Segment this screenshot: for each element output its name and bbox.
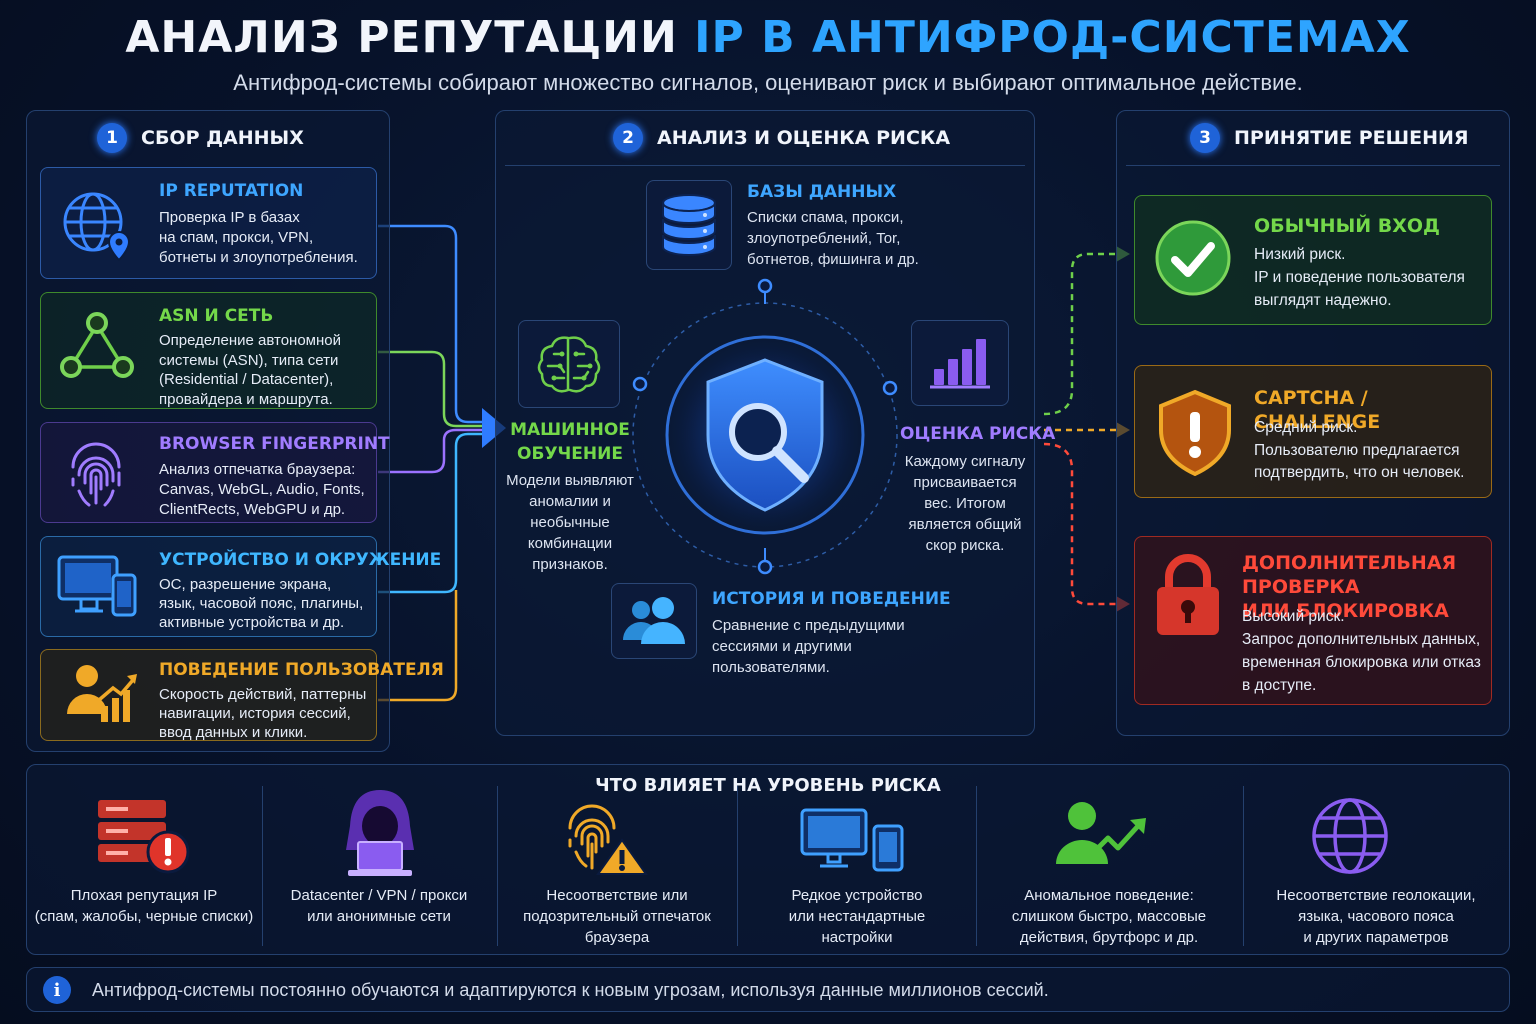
factor-bad-ip-reputation: Плохая репутация IP (спам, жалобы, черны… bbox=[34, 887, 254, 925]
card-device-environment: УСТРОЙСТВО И ОКРУЖЕНИЕ ОС, разрешение эк… bbox=[40, 536, 441, 637]
score-text: Каждому сигналу присваивается вес. Итого… bbox=[904, 453, 1026, 554]
panel-divider bbox=[505, 165, 1025, 166]
page-subtitle: Антифрод-системы собирают множество сигн… bbox=[233, 70, 1303, 95]
panel-header-decision: 3 ПРИНЯТИЕ РЕШЕНИЯ bbox=[1190, 123, 1469, 153]
footer-bar bbox=[26, 967, 1510, 1012]
panel-title-collect: СБОР ДАННЫХ bbox=[141, 127, 304, 149]
factor-anomalous-behavior: Аномальное поведение: слишком быстро, ма… bbox=[1011, 887, 1207, 946]
factors-title: ЧТО ВЛИЯЕТ НА УРОВЕНЬ РИСКА bbox=[595, 775, 941, 796]
ml-text: Модели выявляют аномалии и необычные ком… bbox=[506, 472, 634, 573]
decision-text: Высокий риск. Запрос дополнительных данн… bbox=[1242, 608, 1481, 694]
history-icon-box bbox=[611, 583, 697, 659]
card-asn-network: ASN И СЕТЬ Определение автономной систем… bbox=[40, 292, 377, 409]
shield-warning-icon bbox=[1159, 389, 1231, 476]
card-title: IP REPUTATION bbox=[159, 181, 304, 201]
factor-separator bbox=[737, 786, 738, 946]
panel-divider bbox=[1126, 165, 1500, 166]
card-text: Анализ отпечатка браузера: Canvas, WebGL… bbox=[159, 461, 365, 518]
factor-datacenter-vpn: Datacenter / VPN / прокси или анонимные … bbox=[290, 887, 468, 925]
shield-search-icon bbox=[632, 278, 898, 575]
panel-risk-factors bbox=[26, 764, 1510, 955]
card-text: Проверка IP в базах на спам, прокси, VPN… bbox=[159, 209, 358, 266]
panel-header-analysis: 2 АНАЛИЗ И ОЦЕНКА РИСКА bbox=[613, 123, 950, 153]
fingerprint-icon bbox=[71, 442, 121, 507]
card-title: УСТРОЙСТВО И ОКРУЖЕНИЕ bbox=[159, 550, 442, 570]
hacker-laptop-icon bbox=[346, 790, 414, 876]
decision-title: ДОПОЛНИТЕЛЬНАЯ ПРОВЕРКА ИЛИ БЛОКИРОВКА bbox=[1242, 552, 1457, 622]
score-title: ОЦЕНКА РИСКА bbox=[900, 424, 1056, 444]
factor-fingerprint-mismatch: Несоответствие или подозрительный отпеча… bbox=[523, 887, 711, 946]
user-trend-icon bbox=[1056, 802, 1146, 864]
server-alert-icon bbox=[98, 800, 190, 874]
card-text: Определение автономной системы (ASN), ти… bbox=[159, 332, 341, 408]
card-browser-fingerprint: BROWSER FINGERPRINT Анализ отпечатка бра… bbox=[40, 422, 390, 523]
card-text: ОС, разрешение экрана, язык, часовой поя… bbox=[159, 576, 364, 631]
panel-header-collect: 1 СБОР ДАННЫХ bbox=[97, 123, 304, 153]
card-ip-reputation: IP REPUTATION Проверка IP в базах на спа… bbox=[40, 167, 377, 279]
monitor-phone-icon bbox=[800, 808, 904, 872]
flow-arrow-head bbox=[482, 408, 506, 448]
step-number-3: 3 bbox=[1190, 123, 1220, 153]
decision-normal-login: ОБЫЧНЫЙ ВХОД Низкий риск. IP и поведение… bbox=[1134, 195, 1492, 325]
brain-icon bbox=[537, 336, 601, 393]
user-growth-icon bbox=[67, 665, 137, 722]
title-part-main: АНАЛИЗ РЕПУТАЦИИ bbox=[125, 12, 695, 63]
card-title: ПОВЕДЕНИЕ ПОЛЬЗОВАТЕЛЯ bbox=[159, 660, 444, 680]
network-triangle-icon bbox=[60, 312, 134, 378]
card-title: BROWSER FINGERPRINT bbox=[159, 434, 390, 454]
ml-icon-box bbox=[518, 320, 620, 408]
panel-title-analysis: АНАЛИЗ И ОЦЕНКА РИСКА bbox=[657, 127, 951, 149]
factor-separator bbox=[1243, 786, 1244, 946]
score-icon-box bbox=[911, 320, 1009, 406]
globe-pin-icon bbox=[63, 192, 131, 262]
page-title: АНАЛИЗ РЕПУТАЦИИ IP В АНТИФРОД-СИСТЕМАХ bbox=[0, 12, 1536, 63]
lock-icon bbox=[1157, 554, 1219, 635]
card-title: ASN И СЕТЬ bbox=[159, 306, 274, 326]
title-part-highlight: IP В АНТИФРОД-СИСТЕМАХ bbox=[694, 12, 1411, 63]
card-text: Скорость действий, паттерны навигации, и… bbox=[159, 686, 367, 741]
factor-separator bbox=[497, 786, 498, 946]
decision-title: ОБЫЧНЫЙ ВХОД bbox=[1254, 215, 1440, 237]
factor-separator bbox=[262, 786, 263, 946]
factor-separator bbox=[976, 786, 977, 946]
check-circle-icon bbox=[1155, 220, 1231, 296]
footer-text: Антифрод-системы постоянно обучаются и а… bbox=[92, 980, 1049, 1000]
panel-title-decision: ПРИНЯТИЕ РЕШЕНИЯ bbox=[1234, 127, 1469, 149]
card-user-behavior: ПОВЕДЕНИЕ ПОЛЬЗОВАТЕЛЯ Скорость действий… bbox=[40, 649, 444, 741]
factor-geo-mismatch: Несоответствие геолокации, языка, часово… bbox=[1276, 887, 1476, 946]
step-number-2: 2 bbox=[613, 123, 643, 153]
factor-rare-device: Редкое устройство или нестандартные наст… bbox=[788, 887, 926, 946]
decision-title: CAPTCHA / CHALLENGE bbox=[1254, 387, 1381, 433]
fingerprint-warning-icon bbox=[568, 804, 648, 875]
database-icon bbox=[662, 194, 716, 256]
decision-text: Средний риск. Пользователю предлагается … bbox=[1254, 419, 1465, 481]
databases-text: Списки спама, прокси, злоупотреблений, T… bbox=[747, 209, 919, 268]
history-title: ИСТОРИЯ И ПОВЕДЕНИЕ bbox=[712, 589, 951, 609]
globe-icon bbox=[1312, 798, 1388, 874]
databases-title: БАЗЫ ДАННЫХ bbox=[747, 182, 897, 202]
ml-title: МАШИННОЕ ОБУЧЕНИЕ bbox=[510, 420, 630, 464]
history-text: Сравнение с предыдущими сессиями и други… bbox=[712, 617, 905, 676]
decision-text: Низкий риск. IP и поведение пользователя… bbox=[1254, 246, 1465, 309]
users-icon bbox=[623, 597, 685, 644]
databases-icon-box bbox=[646, 180, 732, 270]
step-number-1: 1 bbox=[97, 123, 127, 153]
bar-chart-icon bbox=[930, 339, 990, 389]
decision-captcha: CAPTCHA / CHALLENGE Средний риск. Пользо… bbox=[1134, 365, 1492, 498]
info-icon: i bbox=[43, 976, 71, 1004]
decision-block: ДОПОЛНИТЕЛЬНАЯ ПРОВЕРКА ИЛИ БЛОКИРОВКА В… bbox=[1134, 536, 1492, 705]
devices-icon bbox=[57, 555, 137, 617]
